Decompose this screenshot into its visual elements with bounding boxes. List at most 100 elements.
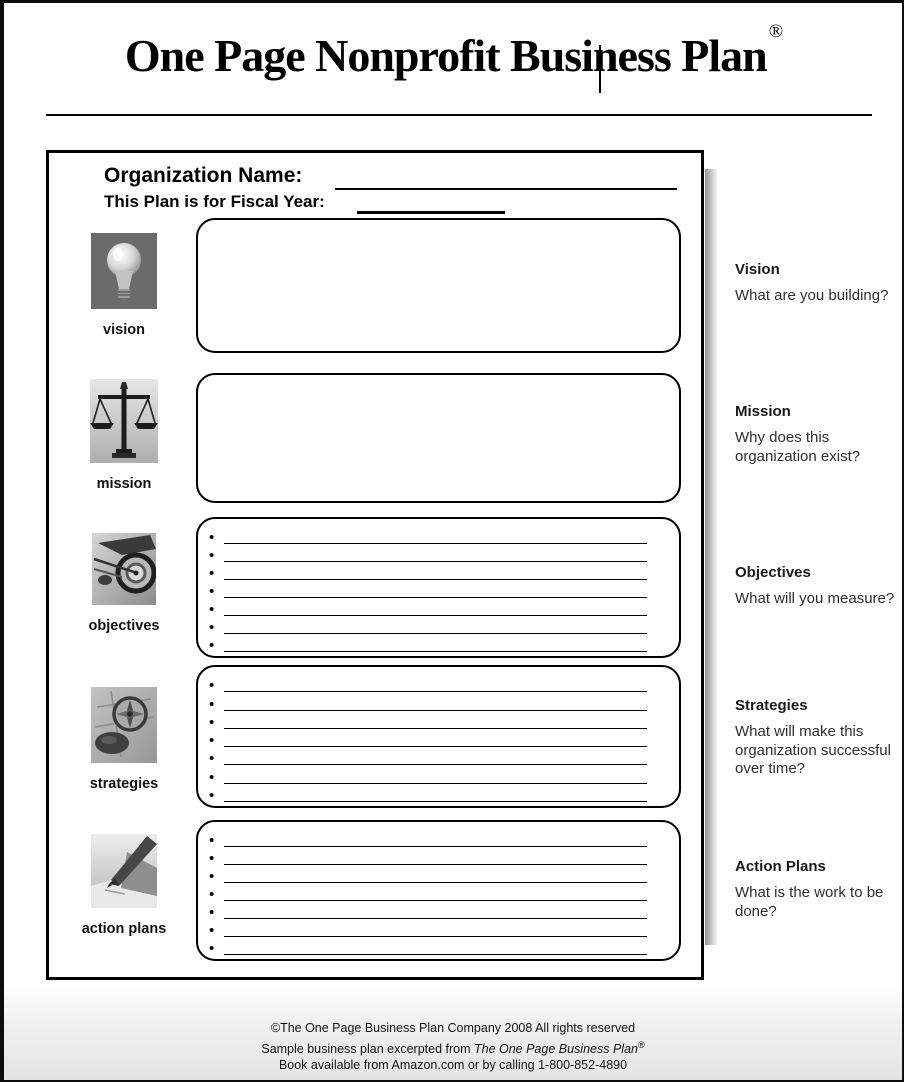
bullet-line-row[interactable]: •	[209, 525, 647, 545]
writing-line[interactable]	[224, 783, 647, 802]
bullet-line-row[interactable]: •	[209, 882, 647, 903]
section-icon-block-action-plans: action plans	[64, 834, 184, 937]
writing-line[interactable]	[224, 918, 647, 937]
bullet-dot: •	[209, 547, 215, 564]
bullet-dot: •	[209, 868, 215, 885]
bullet-line-row[interactable]: •	[209, 673, 647, 693]
annotation-action-plans: Action Plans What is the work to be done…	[735, 858, 902, 921]
page-title: One Page Nonprofit Business Plan®	[4, 21, 902, 82]
bullet-line-row[interactable]: •	[209, 864, 647, 885]
bullet-line-row[interactable]: •	[209, 710, 647, 731]
footer: ©The One Page Business Plan Company 2008…	[4, 1020, 902, 1074]
lightbulb-photo-icon	[91, 233, 157, 309]
section-icon-block-objectives: objectives	[64, 533, 184, 634]
footer-excerpt-prefix: Sample business plan excerpted from	[261, 1041, 474, 1056]
fiscal-year-label: This Plan is for Fiscal Year:	[104, 192, 325, 211]
plan-box-drop-shadow	[705, 169, 718, 945]
scales-of-justice-photo-icon	[90, 379, 158, 463]
annotation-title: Objectives	[735, 564, 811, 581]
bullet-line-row[interactable]: •	[209, 543, 647, 564]
writing-line[interactable]	[224, 710, 647, 729]
bullet-line-row[interactable]: •	[209, 846, 647, 866]
bullet-dot: •	[209, 695, 215, 713]
footer-excerpt-line: Sample business plan excerpted from The …	[4, 1037, 902, 1058]
annotation-text: What will you measure?	[735, 590, 895, 607]
bullet-dot: •	[209, 637, 215, 654]
bullet-line-row[interactable]: •	[209, 597, 647, 618]
bullet-line-row[interactable]: •	[209, 783, 647, 803]
action-plans-bullet-lines: •••••••	[198, 822, 679, 959]
annotation-text: What are you building?	[735, 287, 889, 304]
footer-availability-line: Book available from Amazon.com or by cal…	[278, 1058, 628, 1073]
objectives-text-box[interactable]: •••••••	[196, 517, 681, 658]
writing-line[interactable]	[224, 746, 647, 766]
annotation-text: What is the work to be done?	[735, 884, 884, 920]
bullet-dot: •	[209, 768, 215, 786]
footer-book-title: The One Page Business Plan	[473, 1041, 638, 1056]
writing-line[interactable]	[224, 936, 647, 955]
bullet-dot: •	[209, 886, 215, 903]
writing-line[interactable]	[224, 846, 647, 865]
bullet-dot: •	[209, 583, 215, 600]
bullet-line-row[interactable]: •	[209, 918, 647, 939]
footer-copyright-line: ©The One Page Business Plan Company 2008…	[270, 1021, 636, 1035]
bullet-line-row[interactable]: •	[209, 615, 647, 635]
writing-line[interactable]	[224, 691, 647, 711]
annotation-objectives: Objectives What will you measure?	[735, 564, 902, 609]
bullet-dot: •	[209, 750, 215, 768]
bullet-line-row[interactable]: •	[209, 579, 647, 600]
section-icon-block-mission: mission	[64, 379, 184, 492]
writing-line[interactable]	[224, 633, 647, 652]
organization-name-field[interactable]	[335, 163, 677, 190]
bullet-line-row[interactable]: •	[209, 764, 647, 786]
writing-line[interactable]	[224, 764, 647, 784]
writing-line[interactable]	[224, 615, 647, 634]
bullet-dot: •	[209, 601, 215, 618]
section-label-objectives: objectives	[88, 618, 160, 634]
annotation-text: Why does this organization exist?	[735, 429, 861, 465]
footer-gray-band	[4, 984, 902, 1080]
bullet-line-row[interactable]: •	[209, 691, 647, 713]
footer-registered-mark: ®	[637, 1039, 645, 1050]
vision-text-box[interactable]	[196, 218, 681, 353]
bullet-line-row[interactable]: •	[209, 900, 647, 920]
writing-hand-photo-icon	[91, 834, 157, 908]
title-divider-rule	[46, 114, 872, 116]
writing-line[interactable]	[224, 543, 647, 562]
bullet-line-row[interactable]: •	[209, 746, 647, 768]
strategies-text-box[interactable]: •••••••	[196, 665, 681, 808]
section-label-mission: mission	[96, 476, 152, 492]
writing-line[interactable]	[224, 525, 647, 544]
bullet-line-row[interactable]: •	[209, 633, 647, 654]
annotation-title: Vision	[735, 261, 780, 278]
writing-line[interactable]	[224, 864, 647, 883]
bullet-line-row[interactable]: •	[209, 728, 647, 748]
text-cursor	[599, 45, 601, 93]
writing-line[interactable]	[224, 597, 647, 616]
annotation-strategies: Strategies What will make this organizat…	[735, 697, 902, 779]
writing-line[interactable]	[224, 579, 647, 598]
writing-line[interactable]	[224, 728, 647, 748]
dartboard-photo-icon	[92, 533, 157, 605]
writing-line[interactable]	[224, 561, 647, 580]
writing-line[interactable]	[224, 673, 647, 693]
mission-text-box[interactable]	[196, 373, 681, 503]
bullet-line-row[interactable]: •	[209, 828, 647, 848]
section-label-action-plans: action plans	[81, 921, 167, 937]
annotation-text: What will make this organization success…	[735, 723, 891, 777]
bullet-dot: •	[209, 565, 215, 582]
organization-name-label: Organization Name:	[104, 164, 303, 187]
writing-line[interactable]	[224, 882, 647, 901]
annotation-title: Action Plans	[735, 858, 826, 875]
action-plans-text-box[interactable]: •••••••	[196, 820, 681, 961]
bullet-dot: •	[209, 713, 215, 731]
bullet-line-row[interactable]: •	[209, 561, 647, 582]
annotation-title: Mission	[735, 403, 791, 420]
writing-line[interactable]	[224, 828, 647, 847]
page-title-text: One Page Nonprofit Business Plan	[124, 30, 768, 81]
bullet-line-row[interactable]: •	[209, 936, 647, 956]
writing-line[interactable]	[224, 900, 647, 919]
bullet-dot: •	[209, 922, 215, 939]
fiscal-year-field[interactable]	[357, 189, 505, 214]
